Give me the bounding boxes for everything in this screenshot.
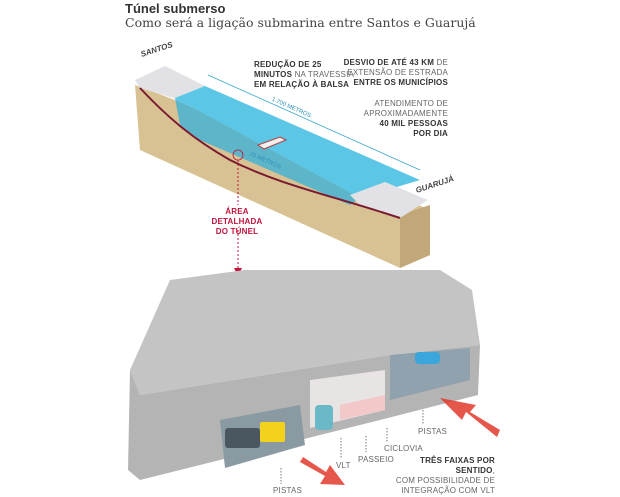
car-icon [415, 352, 440, 364]
label-vlt: VLT [336, 461, 351, 470]
tunnel-route-line [139, 87, 401, 219]
fact-lanes: TRÊS FAIXAS POR SENTIDO, COM POSSIBILIDA… [395, 456, 495, 495]
bus-icon [225, 428, 260, 448]
water-depth-face [175, 98, 360, 205]
ship-icon [256, 136, 288, 150]
truck-icon [260, 422, 285, 442]
santos-city [135, 66, 205, 100]
length-measure-line [207, 74, 421, 171]
bikeway-floor [340, 395, 385, 420]
page-subtitle: Como será a ligação submarina entre Sant… [125, 15, 476, 30]
water-surface [175, 86, 420, 198]
guaruja-city [350, 182, 428, 218]
label-ciclovia: CICLOVIA [384, 444, 423, 453]
vlt-train-icon [315, 405, 333, 430]
sand-right-face [400, 205, 430, 268]
tunnel-top-surface [130, 270, 480, 395]
label-pistas-right: PISTAS [418, 427, 448, 436]
label-pistas-left: PISTAS [273, 486, 303, 495]
flow-arrow-left [300, 457, 345, 485]
label-passeio: PASSEIO [358, 455, 394, 464]
tunnel-right-bore [390, 348, 470, 400]
page-title: Túnel submerso [125, 1, 226, 16]
flow-arrow-right [440, 398, 500, 437]
